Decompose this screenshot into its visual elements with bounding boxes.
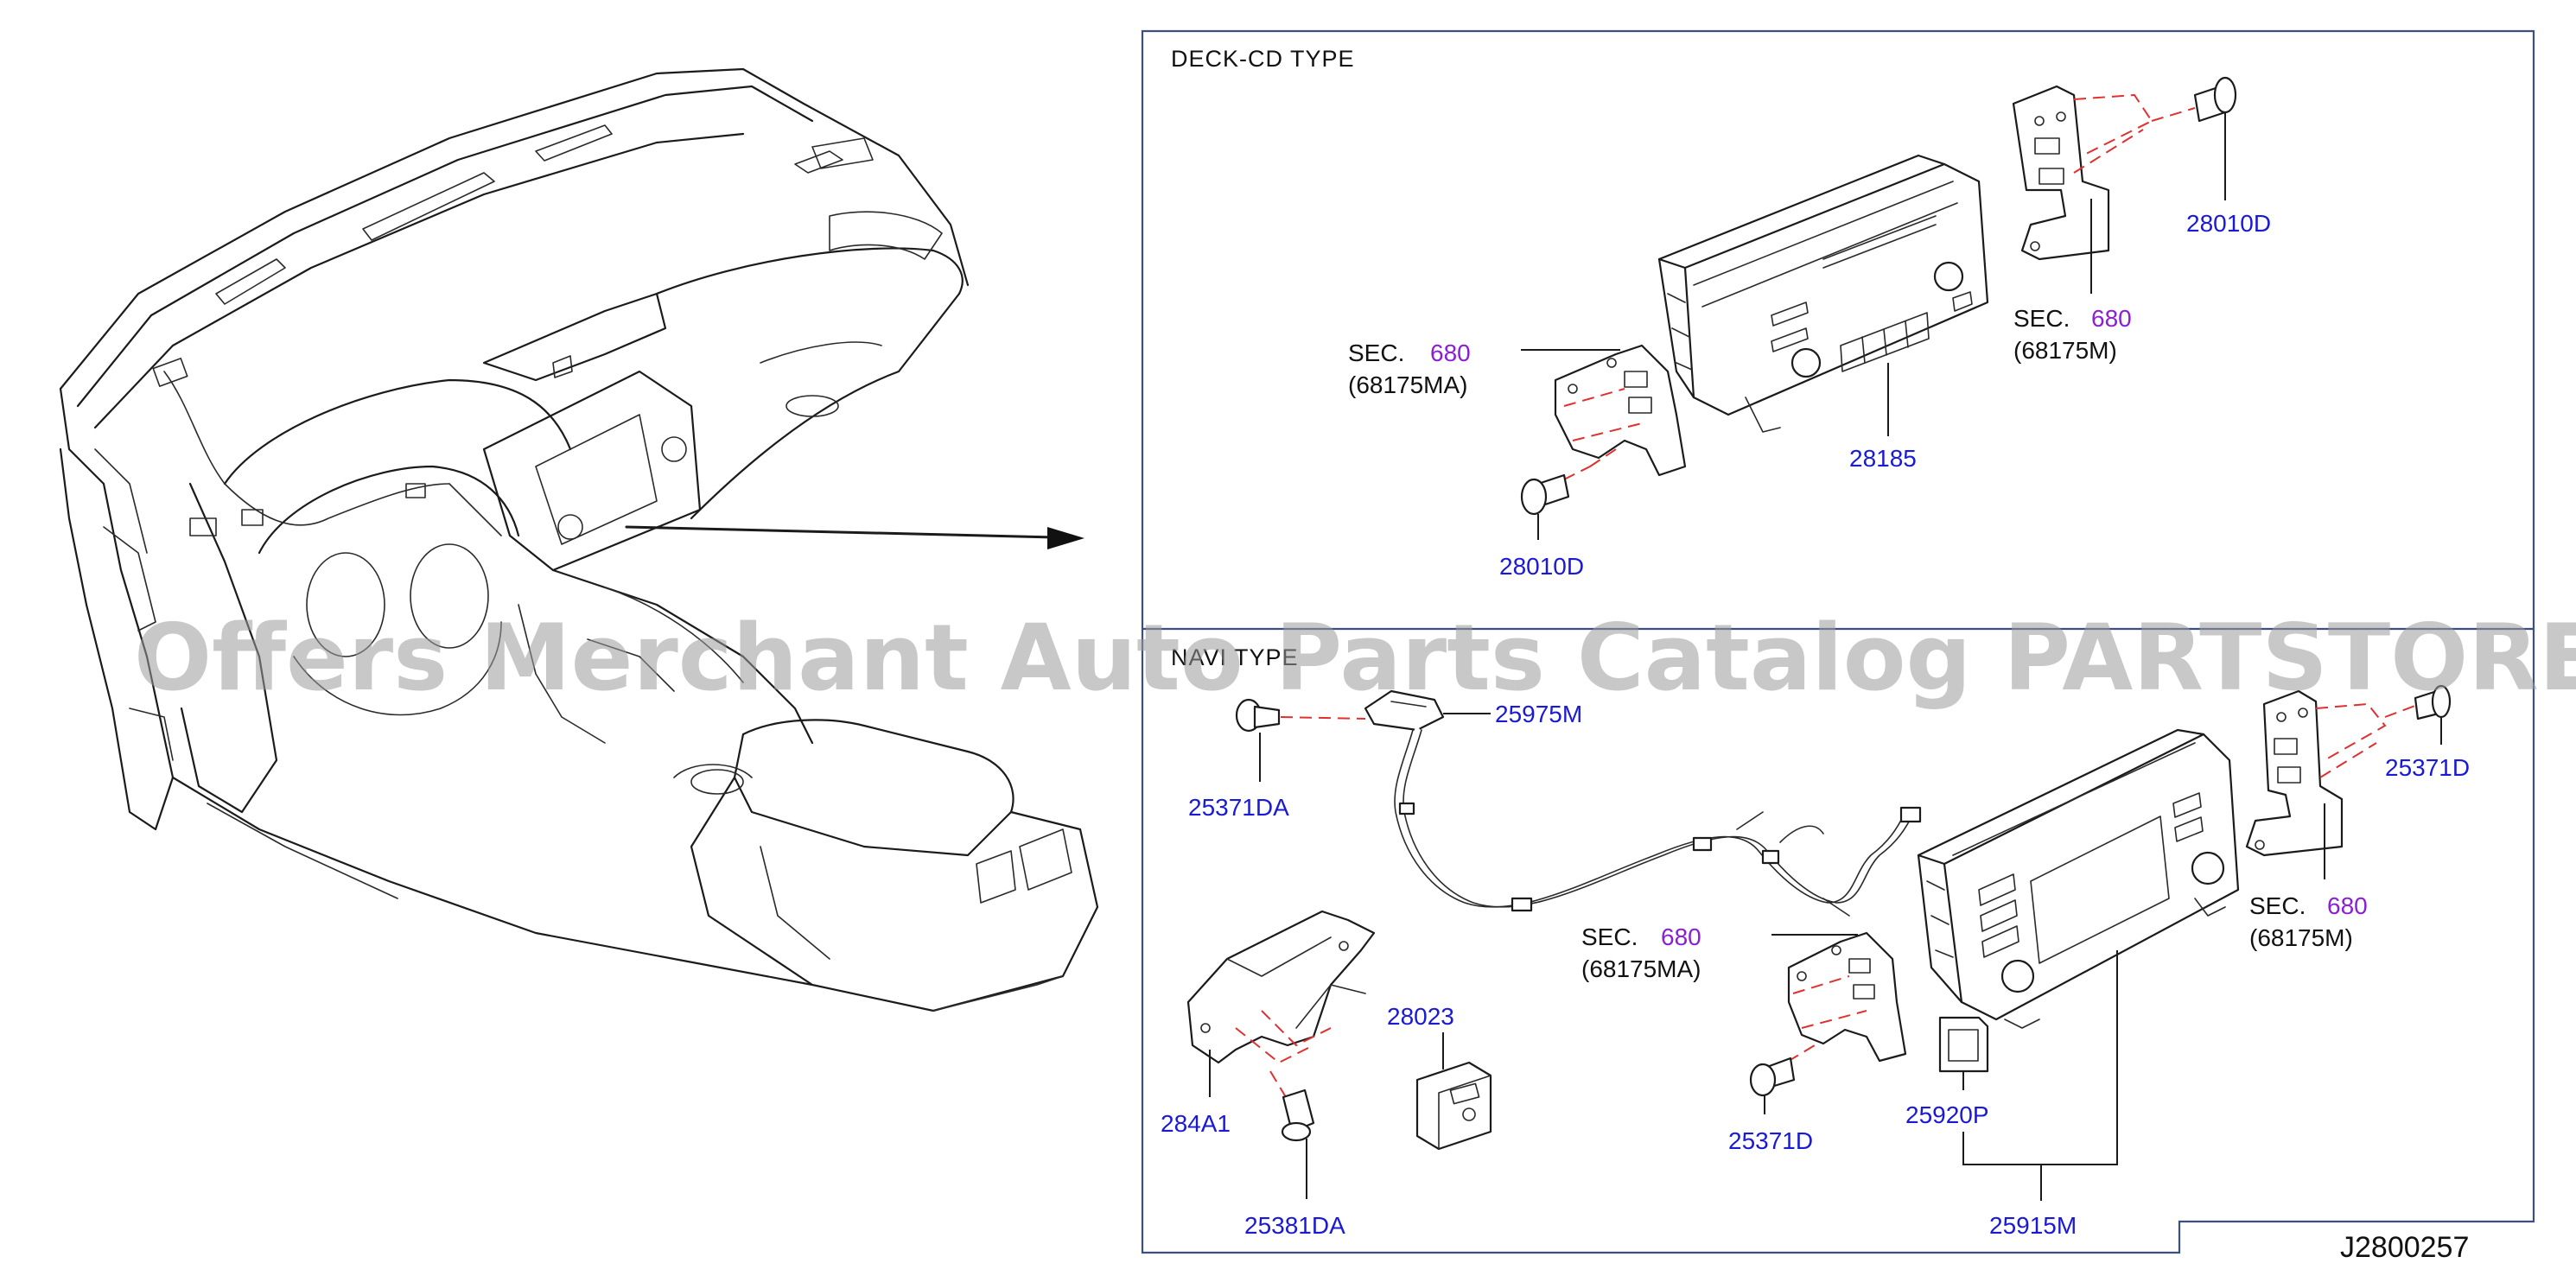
sd-card-25920P	[1938, 1016, 1989, 1073]
part-28010D-bottom: 28010D	[1499, 553, 1584, 580]
part-25975M: 25975M	[1495, 701, 1582, 727]
sec-ref-navi-left: (68175MA)	[1581, 955, 1701, 982]
diagram-code: J2800257	[2340, 1231, 2469, 1264]
sec-number-navi-right: 680	[2327, 892, 2368, 919]
part-28185: 28185	[1849, 445, 1917, 472]
screw-25371D-bottom	[1749, 1057, 1796, 1097]
sec-ref-deck-right: (68175M)	[2013, 337, 2117, 364]
sec-number-navi-left: 680	[1661, 923, 1701, 950]
deck-right-bracket	[2012, 85, 2110, 261]
part-25371DA: 25371DA	[1188, 794, 1289, 821]
navi-left-bracket	[1787, 931, 1907, 1063]
navi-unit-25915M	[1917, 728, 2240, 1029]
sec-label-navi-right: SEC.	[2249, 892, 2306, 919]
screw-25371D-right	[2414, 684, 2452, 720]
guide-deck-right	[2073, 93, 2153, 174]
screw-25371DA	[1235, 698, 1281, 733]
part-28010D-top: 28010D	[2186, 210, 2271, 237]
watermark-text: Offers Merchant Auto Parts Catalog PARTS…	[134, 605, 2576, 711]
deck-left-bracket	[1554, 344, 1687, 477]
sec-number-deck-right: 680	[2091, 305, 2132, 332]
bracket-284A1	[1186, 910, 1376, 1064]
guide-navi-right	[2315, 702, 2420, 778]
sec-label-navi-left: SEC.	[1581, 923, 1638, 950]
detail-frame	[1141, 29, 2535, 1254]
sec-ref-navi-right: (68175M)	[2249, 924, 2353, 951]
connector-25975M	[1364, 689, 1445, 732]
part-25920P: 25920P	[1905, 1101, 1989, 1128]
navi-right-bracket	[2245, 689, 2344, 857]
detail-arrow	[625, 525, 1084, 549]
sec-label-deck-left: SEC.	[1348, 340, 1404, 366]
deck-cd-unit-28185	[1657, 154, 1989, 433]
sec-ref-deck-left: (68175MA)	[1348, 371, 1468, 398]
jack-28023	[1415, 1061, 1492, 1151]
guide-deck-right-screw	[2151, 107, 2196, 122]
sec-number-deck-left: 680	[1430, 340, 1471, 366]
part-25371D-right: 25371D	[2385, 754, 2470, 781]
part-28023: 28023	[1387, 1003, 1454, 1030]
leader-25915M	[1962, 950, 2118, 1201]
screw-28010D-bottom	[1520, 473, 1570, 516]
dashboard-overview-drawing	[59, 67, 1099, 1012]
part-284A1: 284A1	[1161, 1110, 1231, 1137]
screw-28010D-top	[2193, 76, 2237, 123]
sec-label-deck-right: SEC.	[2013, 305, 2070, 332]
navi-harness-cable	[1394, 727, 1922, 917]
deck-cd-type-heading: DECK-CD TYPE	[1171, 46, 1355, 72]
screw-25381DA	[1281, 1088, 1315, 1142]
part-25915M: 25915M	[1989, 1212, 2077, 1239]
navi-type-heading: NAVI TYPE	[1171, 644, 1299, 670]
part-25381DA: 25381DA	[1244, 1212, 1345, 1239]
part-25371D-bottom: 25371D	[1728, 1127, 1813, 1154]
guide-25371DA	[1280, 716, 1366, 720]
